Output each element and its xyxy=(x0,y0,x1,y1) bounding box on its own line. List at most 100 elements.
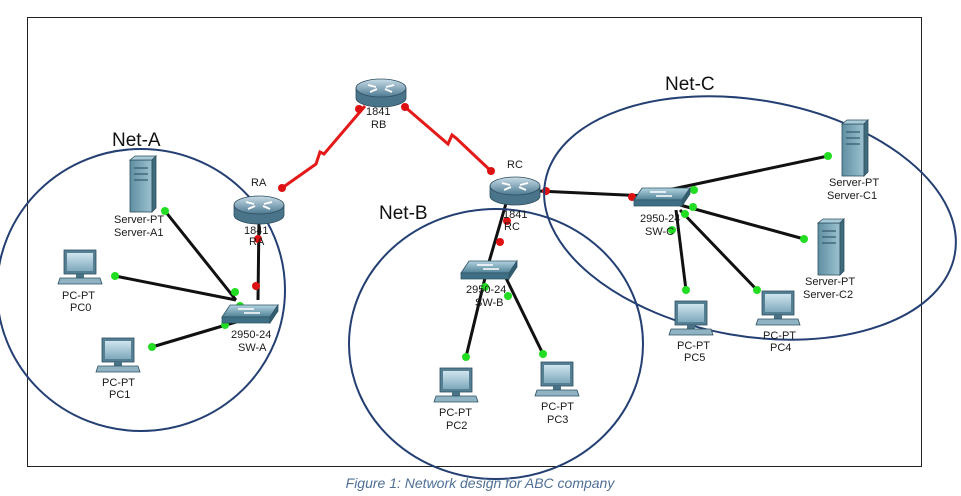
switch-icon xyxy=(633,187,691,207)
switch-sw-c-short: SW-C xyxy=(645,226,674,238)
switch-sw-c[interactable]: 2950-24 SW-C xyxy=(633,187,691,238)
port-sw-b-pc2 xyxy=(481,283,489,291)
router-ra-short: RA xyxy=(249,236,265,248)
pc-pc4[interactable]: PC-PT PC4 xyxy=(755,290,801,354)
port-sw-c-server-c1 xyxy=(690,186,698,194)
router-icon xyxy=(489,176,541,206)
port-ra-serial xyxy=(278,184,286,192)
pc-icon xyxy=(668,300,714,336)
switch-icon xyxy=(460,260,518,280)
server-a1-name: Server-A1 xyxy=(114,227,164,239)
port-ra-ethernet xyxy=(254,235,262,243)
link-sw-c-server-c2 xyxy=(679,203,805,241)
router-icon xyxy=(233,195,285,225)
switch-sw-b[interactable]: 2950-24 SW-B xyxy=(460,260,518,309)
port-pc0 xyxy=(111,272,119,280)
server-icon xyxy=(129,155,157,213)
router-rb-short: RB xyxy=(371,119,386,131)
links-layer xyxy=(111,103,832,361)
network-c-label: Net-C xyxy=(665,74,715,95)
switch-sw-b-short: SW-B xyxy=(475,297,504,309)
router-rc-model: 1841 xyxy=(503,209,527,221)
server-a1-type: Server-PT xyxy=(114,214,164,226)
server-c2[interactable]: Server-PT Server-C2 xyxy=(803,218,855,301)
link-sw-a-server-a1 xyxy=(163,210,238,301)
port-sw-c-server-c2 xyxy=(689,203,697,211)
pc3-name: PC3 xyxy=(547,414,568,426)
pc1-type: PC-PT xyxy=(102,377,135,389)
port-pc5 xyxy=(682,286,690,294)
switch-icon xyxy=(221,304,279,324)
port-sw-c-pc5 xyxy=(668,226,676,234)
network-a-boundary xyxy=(0,148,286,432)
pc5-type: PC-PT xyxy=(677,340,710,352)
port-sw-c-pc4 xyxy=(681,210,689,218)
router-rb[interactable]: 1841 RB xyxy=(355,78,407,131)
port-rc-serial xyxy=(487,167,495,175)
port-rc-ethernet-b xyxy=(503,217,511,225)
link-sw-b-pc3 xyxy=(503,275,545,355)
diagram-frame xyxy=(27,17,922,467)
network-b-label: Net-B xyxy=(379,203,428,224)
pc-icon xyxy=(433,367,479,403)
port-sw-b-rc xyxy=(496,238,504,246)
router-rc[interactable]: RC 1841 RC xyxy=(489,159,541,233)
port-pc2 xyxy=(462,353,470,361)
switch-sw-b-model: 2950-24 xyxy=(466,284,506,296)
pc4-name: PC4 xyxy=(770,342,791,354)
router-icon xyxy=(355,78,407,108)
pc-pc3[interactable]: PC-PT PC3 xyxy=(534,361,580,426)
link-sw-c-server-c1 xyxy=(667,154,829,192)
pc0-name: PC0 xyxy=(70,302,91,314)
router-rc-short: RC xyxy=(504,221,520,233)
pc-pc2[interactable]: PC-PT PC2 xyxy=(433,367,479,432)
serial-ra-rb xyxy=(281,105,367,190)
server-c2-name: Server-C2 xyxy=(803,289,853,301)
server-c1[interactable]: Server-PT Server-C1 xyxy=(827,119,879,202)
port-rb-serial-a xyxy=(355,105,363,113)
pc-pc5[interactable]: PC-PT PC5 xyxy=(668,300,714,364)
router-ra[interactable]: RA 1841 RA xyxy=(233,177,285,248)
server-icon xyxy=(841,119,869,177)
pc-pc1[interactable]: PC-PT PC1 xyxy=(95,337,141,401)
server-c1-type: Server-PT xyxy=(829,177,879,189)
pc2-type: PC-PT xyxy=(439,407,472,419)
switch-sw-a-short: SW-A xyxy=(238,342,267,354)
router-ra-model: 1841 xyxy=(244,225,268,237)
server-a1[interactable]: Server-PT Server-A1 xyxy=(114,155,164,239)
pc0-type: PC-PT xyxy=(62,290,95,302)
port-sw-c-rc xyxy=(628,193,636,201)
router-ra-name: RA xyxy=(251,177,267,189)
serial-rb-rc xyxy=(404,105,494,174)
pc-icon xyxy=(57,249,103,285)
switch-sw-a[interactable]: 2950-24 SW-A xyxy=(221,304,279,354)
pc5-name: PC5 xyxy=(684,352,705,364)
server-icon xyxy=(817,218,845,276)
port-sw-a-ra xyxy=(252,282,260,290)
link-sw-a-pc0 xyxy=(114,274,237,302)
port-rb-serial-c xyxy=(401,103,409,111)
network-b-boundary xyxy=(348,208,644,480)
router-rb-model: 1841 xyxy=(366,106,390,118)
pc-pc0[interactable]: PC-PT PC0 xyxy=(57,249,103,314)
pc2-name: PC2 xyxy=(446,420,467,432)
network-a-label: Net-A xyxy=(112,130,161,151)
port-sw-a-server-a1 xyxy=(231,288,239,296)
port-pc1 xyxy=(148,343,156,351)
network-c-boundary xyxy=(543,95,957,341)
pc-icon xyxy=(755,290,801,326)
link-sw-c-pc4 xyxy=(678,208,759,292)
pc4-type: PC-PT xyxy=(763,330,796,342)
link-sw-b-rc xyxy=(487,199,509,263)
switch-sw-a-model: 2950-24 xyxy=(231,329,271,341)
figure-caption: Figure 1: Network design for ABC company xyxy=(346,475,616,491)
pc-icon xyxy=(95,337,141,373)
port-sw-b-pc3 xyxy=(504,292,512,300)
switch-sw-c-model: 2950-24 xyxy=(640,213,680,225)
port-pc4 xyxy=(753,286,761,294)
pc-icon xyxy=(534,361,580,397)
pc3-type: PC-PT xyxy=(541,401,574,413)
server-c1-name: Server-C1 xyxy=(827,190,877,202)
port-server-c1 xyxy=(824,152,832,160)
